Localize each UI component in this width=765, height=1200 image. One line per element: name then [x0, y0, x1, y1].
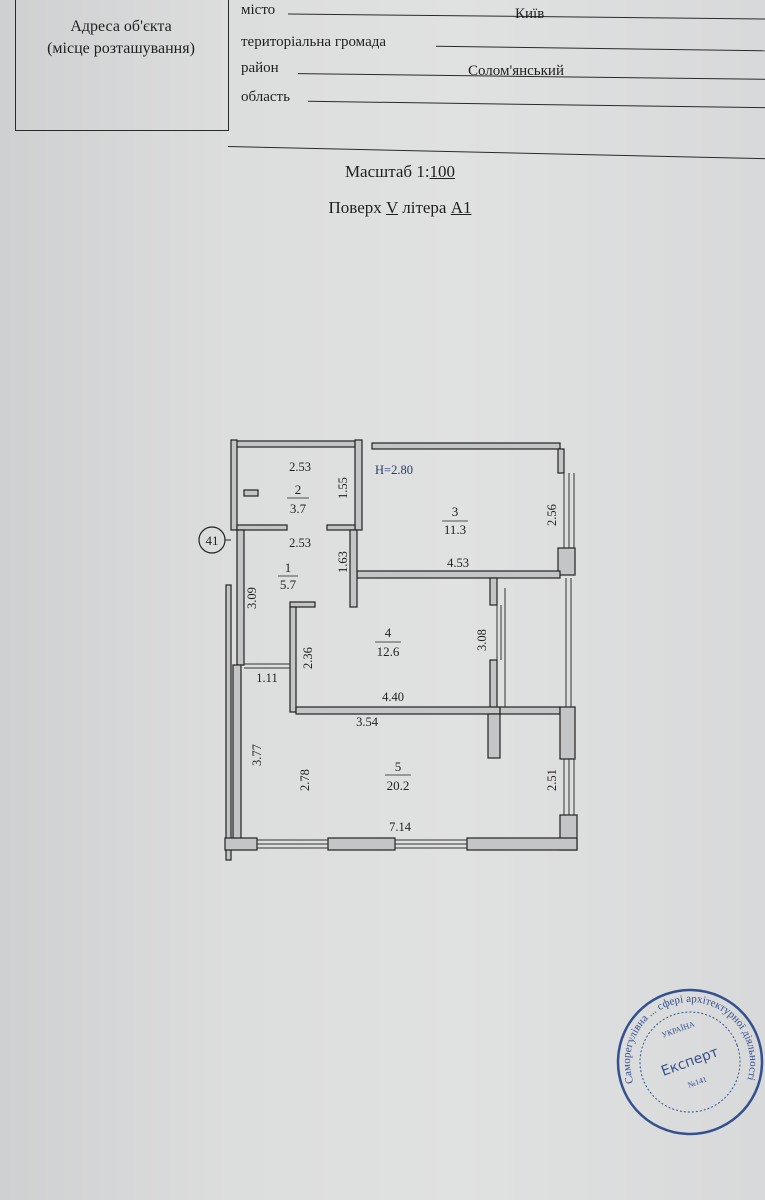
- room-2-number: 2: [295, 482, 302, 497]
- wall: [232, 664, 242, 841]
- scale-label: Масштаб 1:: [344, 162, 430, 181]
- room-4-number: 4: [385, 625, 392, 640]
- room-3-number: 3: [452, 504, 459, 519]
- wall: [466, 837, 578, 851]
- room-5-number: 5: [395, 759, 402, 774]
- room-1-number: 1: [285, 560, 292, 575]
- window: [257, 839, 328, 849]
- floor-value: V: [386, 198, 398, 217]
- dim-label: 1.63: [336, 551, 350, 573]
- dim-label: 7.14: [389, 820, 412, 834]
- wall: [236, 524, 288, 531]
- wall: [289, 601, 316, 608]
- wall: [499, 706, 561, 715]
- dim-label: 2.51: [545, 769, 559, 791]
- walls: [224, 439, 578, 861]
- wall: [289, 606, 297, 713]
- city-value: Київ: [515, 6, 545, 22]
- stamp-number: №141: [687, 1075, 709, 1090]
- region-label: область: [241, 89, 290, 105]
- stamp-center-text: Експерт: [659, 1044, 721, 1079]
- wall: [225, 584, 232, 861]
- letter-value: A1: [450, 198, 472, 217]
- wall: [489, 659, 498, 713]
- wall: [559, 706, 576, 760]
- wall: [236, 529, 245, 666]
- stamp-outer-ring: [616, 988, 764, 1136]
- dim-label: 3.54: [356, 715, 379, 729]
- wall: [243, 489, 259, 497]
- floor-label: Поверх: [328, 198, 382, 217]
- dim-label: 1.55: [336, 477, 350, 499]
- room-4-area: 12.6: [377, 644, 400, 659]
- door-opening: [244, 663, 290, 669]
- window: [563, 473, 575, 548]
- dim-label: 2.56: [545, 504, 559, 526]
- wall: [224, 837, 258, 851]
- room-1-area: 5.7: [280, 577, 297, 592]
- wall: [356, 570, 561, 579]
- wall: [557, 547, 576, 576]
- district-label: район: [241, 60, 279, 76]
- floor-caption: Поверх V літера A1: [0, 198, 765, 218]
- wall: [327, 837, 396, 851]
- address-sublabel: (місце розташування): [47, 40, 195, 57]
- window: [563, 759, 575, 815]
- room-labels: 2 3.7 3 11.3 1 5.7 4 12.6 5 20.2: [278, 482, 468, 793]
- dim-label: 2.53: [289, 536, 311, 550]
- wall: [354, 439, 363, 531]
- windows: [244, 473, 575, 849]
- room-3-area: 11.3: [444, 522, 466, 537]
- dim-label: 4.53: [447, 556, 469, 570]
- wall: [557, 448, 565, 474]
- scale-value: 100: [429, 162, 456, 181]
- dim-label: 2.36: [301, 647, 315, 669]
- address-label: Адреса об'єкта: [70, 18, 172, 35]
- stamp: Саморегулівна ... сфері архітектурної ді…: [601, 973, 765, 1136]
- wall: [489, 577, 498, 606]
- wall: [295, 706, 501, 715]
- district-value: Солом'янський: [468, 63, 564, 79]
- wall: [230, 439, 238, 531]
- dim-label: 3.09: [245, 587, 259, 609]
- window: [395, 839, 467, 849]
- dim-label: 3.08: [475, 629, 489, 651]
- dim-label: 3.77: [250, 744, 264, 766]
- wall: [487, 713, 501, 759]
- stamp-inner-ring: [639, 1011, 741, 1113]
- wall: [371, 442, 561, 450]
- stamp-country: УКРАЇНА: [660, 1019, 696, 1039]
- dim-label: 2.78: [298, 769, 312, 791]
- dim-label: 2.53: [289, 460, 311, 474]
- dimensions: 2.53 1.55 2.53 1.63 3.09 1.11 2.56 4.53 …: [245, 460, 559, 834]
- letter-label: літера: [402, 198, 447, 217]
- scale-caption: Масштаб 1:100: [0, 162, 765, 182]
- address-label-cell: [15, 0, 229, 131]
- city-label: місто: [241, 2, 276, 18]
- axis-marker-label: 41: [206, 533, 219, 548]
- community-label: територіальна громада: [241, 34, 387, 50]
- dim-label: 1.11: [256, 671, 277, 685]
- wall: [326, 524, 356, 531]
- wall: [349, 529, 358, 608]
- window: [496, 605, 506, 660]
- dim-label: 4.40: [382, 690, 404, 704]
- room-2-area: 3.7: [290, 501, 307, 516]
- stamp-outer-text: Саморегулівна ... сфері архітектурної ді…: [601, 973, 765, 1124]
- balcony-glazing: [565, 578, 572, 707]
- ceiling-height-label: H=2.80: [375, 463, 413, 477]
- room-5-area: 20.2: [387, 778, 410, 793]
- wall: [232, 440, 356, 448]
